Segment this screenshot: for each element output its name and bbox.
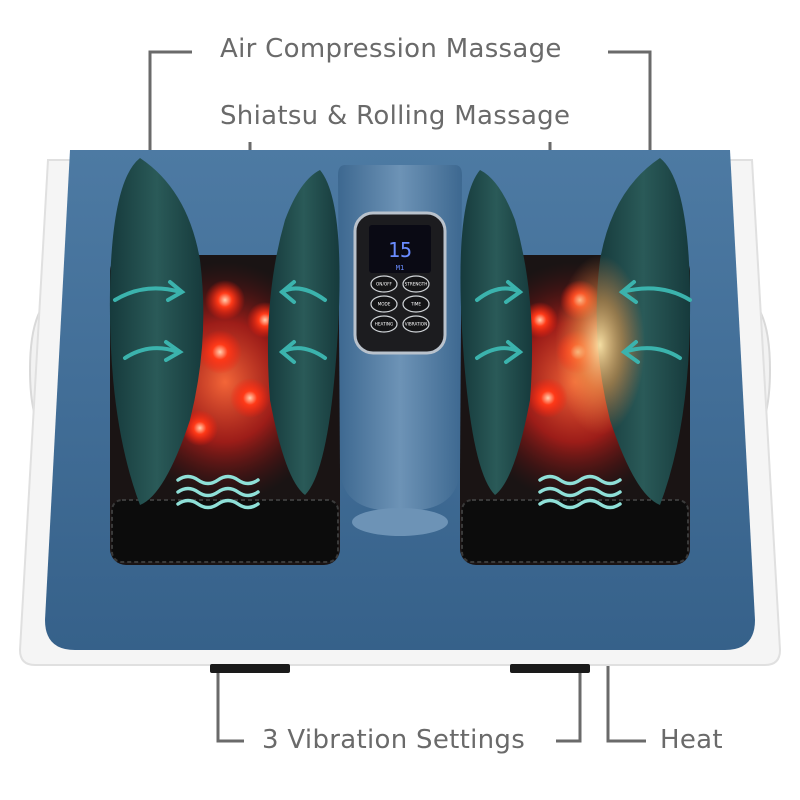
callout-air-compression: Air Compression Massage: [220, 34, 562, 64]
lcd-mode: M1: [396, 264, 404, 272]
outer-cushions: [109, 158, 691, 505]
panel-button[interactable]: [370, 275, 398, 293]
arrow-icon: [123, 346, 180, 360]
control-panel: 15 M1 ON/OFF STRENGTH MODE TIME HEATING VIBRA…: [353, 211, 447, 355]
panel-button[interactable]: [402, 295, 430, 313]
panel-button[interactable]: [370, 315, 398, 333]
callout-heat: Heat: [660, 725, 723, 755]
arrow-icon: [113, 286, 182, 302]
callout-vibration: 3 Vibration Settings: [262, 725, 526, 755]
panel-button[interactable]: [370, 295, 398, 313]
panel-button-label: TIME: [410, 302, 421, 307]
arrow-icon: [620, 286, 692, 302]
vibration-wave-icon: [176, 474, 622, 510]
airflow-arrows: [113, 280, 692, 364]
base-feet: [210, 664, 590, 673]
inner-cushions: [267, 170, 533, 495]
panel-button[interactable]: [402, 315, 430, 333]
panel-button-label: HEATING: [375, 322, 394, 327]
arrow-icon: [622, 346, 682, 360]
panel-button-label: VIBRATION: [405, 322, 427, 327]
panel-button-label: STRENGTH: [405, 282, 428, 287]
panel-button-label: ON/OFF: [376, 282, 393, 287]
callout-shiatsu-rolling: Shiatsu & Rolling Massage: [220, 101, 571, 131]
panel-button[interactable]: [402, 275, 430, 293]
lcd-value: 15: [388, 238, 412, 262]
panel-button-label: MODE: [378, 302, 391, 307]
